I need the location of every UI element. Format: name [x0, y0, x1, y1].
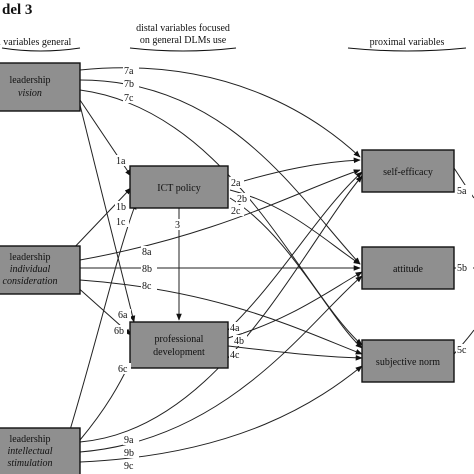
path-2a-arrow — [229, 157, 361, 186]
box-subjective-norm: subjective norm — [361, 339, 455, 383]
path-8c-arrow — [79, 279, 363, 355]
heading-proximal-brace — [347, 47, 467, 52]
path-2c-arrow — [229, 197, 363, 349]
path-4b-arrow — [227, 271, 363, 339]
leadership-vision-line2: vision — [18, 88, 42, 99]
heading-distal-brace — [129, 47, 237, 52]
path-label-9c: 9c — [124, 461, 134, 472]
path-label-8b: 8b — [142, 264, 152, 275]
path-label-6c: 6c — [118, 364, 128, 375]
path-label-4b: 4b — [234, 336, 244, 347]
path-4a-arrow — [227, 171, 363, 331]
path-label-2c: 2c — [231, 206, 241, 217]
box-leadership-vision: leadership vision — [0, 62, 81, 112]
path-label-5a: 5a — [457, 186, 467, 197]
path-5c-arrow — [453, 329, 474, 355]
leadership-vision-line1: leadership — [9, 75, 50, 86]
path-label-6a: 6a — [118, 310, 128, 321]
path-8a-arrow — [79, 169, 361, 261]
path-label-5c: 5c — [457, 345, 467, 356]
self-efficacy-label: self-efficacy — [383, 167, 433, 178]
subjective-norm-label: subjective norm — [376, 357, 440, 368]
box-leadership-individual-consideration: leadership individual consideration — [0, 245, 81, 295]
path-9c-arrow — [79, 365, 363, 463]
path-9a-arrow — [79, 175, 363, 443]
path-label-8c: 8c — [142, 281, 152, 292]
path-label-1b: 1b — [116, 202, 126, 213]
box-leadership-intellectual-stimulation: leadership intellectual stimulation — [0, 427, 81, 474]
model-title: del 3 — [2, 2, 32, 18]
path-label-5b: 5b — [457, 263, 467, 274]
path-label-8a: 8a — [142, 247, 152, 258]
path-label-1a: 1a — [116, 156, 126, 167]
path-label-6b: 6b — [114, 326, 124, 337]
professional-development-line1: professional — [155, 334, 204, 345]
path-labels: 7a 7b 7c 1a 1b 1c 2a 2b 2c 3 8a 8b 8c 6a… — [113, 65, 473, 472]
professional-development-line2: development — [153, 347, 205, 358]
leadership-intellectual-line1: leadership — [9, 434, 50, 445]
path-1c-arrow — [69, 202, 137, 431]
heading-distal-line2: on general DLMs use — [140, 35, 227, 46]
heading-proximal-variables: proximal variables — [370, 37, 445, 48]
path-label-1c: 1c — [116, 217, 126, 228]
path-7c-arrow — [79, 89, 363, 346]
box-professional-development: professional development — [129, 321, 229, 369]
path-label-9b: 9b — [124, 448, 134, 459]
box-attitude: attitude — [361, 246, 455, 290]
box-self-efficacy: self-efficacy — [361, 149, 455, 193]
path-4c-arrow — [227, 345, 363, 361]
path-label-3: 3 — [175, 220, 180, 231]
path-5a-arrow — [453, 167, 474, 199]
path-label-7b: 7b — [124, 79, 134, 90]
path-label-2a: 2a — [231, 178, 241, 189]
path-label-2b: 2b — [237, 194, 247, 205]
path-label-7a: 7a — [124, 66, 134, 77]
box-ict-policy: ICT policy — [129, 165, 229, 209]
path-label-9a: 9a — [124, 435, 134, 446]
leadership-intellectual-line3: stimulation — [7, 458, 52, 469]
heading-distal-line1: distal variables focused — [136, 23, 230, 34]
path-7a-arrow — [79, 67, 361, 158]
leadership-intellectual-line2: intellectual — [8, 446, 53, 457]
ict-policy-label: ICT policy — [157, 183, 200, 194]
heading-general-brace — [1, 47, 81, 52]
path-6a-arrow — [79, 104, 136, 323]
path-label-7c: 7c — [124, 93, 134, 104]
path-label-4a: 4a — [230, 323, 240, 334]
leadership-individual-line1: leadership — [9, 252, 50, 263]
leadership-individual-line3: consideration — [3, 276, 58, 287]
path-1b-arrow — [69, 187, 132, 253]
leadership-individual-line2: individual — [10, 264, 51, 275]
attitude-label: attitude — [393, 264, 424, 275]
path-label-4c: 4c — [230, 350, 240, 361]
heading-general-variables: l variables general — [0, 37, 72, 48]
